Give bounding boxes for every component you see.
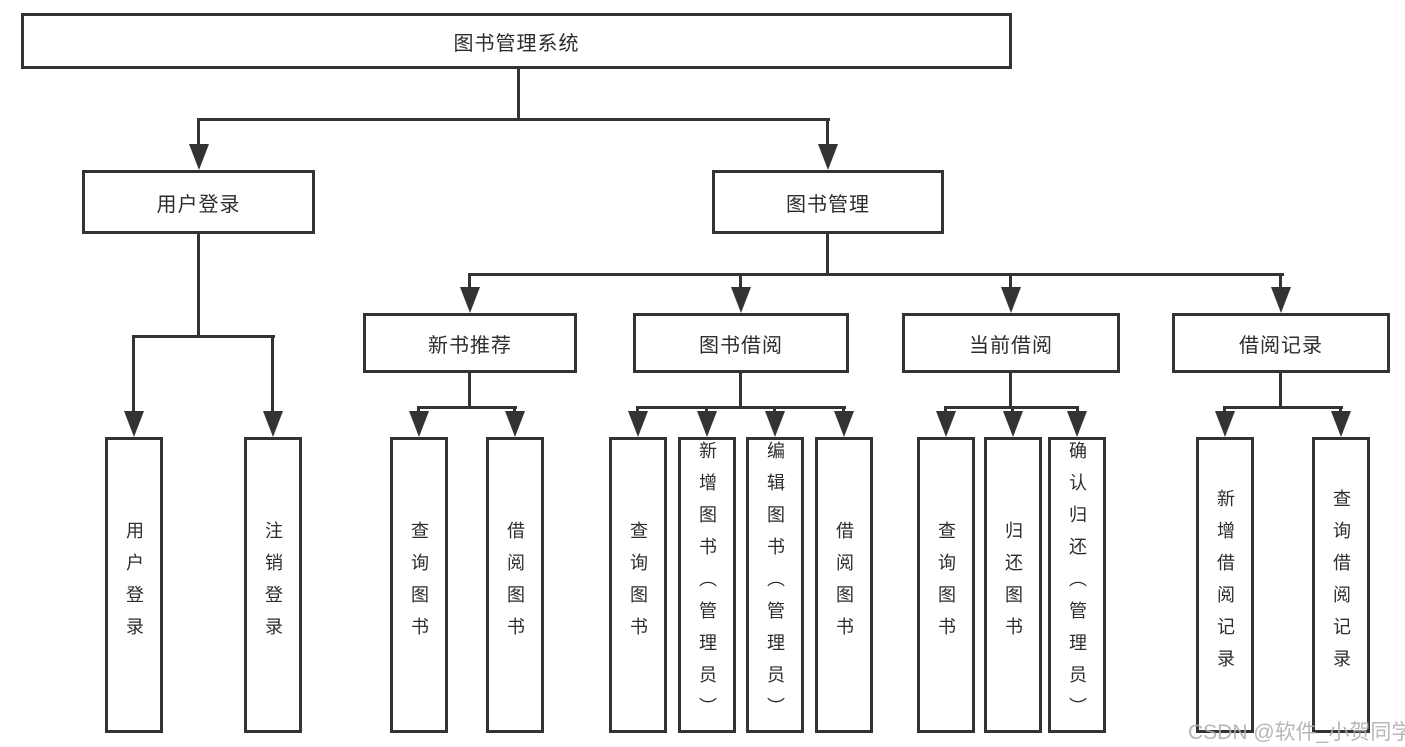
node-label: 借阅图书 bbox=[834, 521, 854, 649]
leaf-borrow-books-2: 借阅图书 bbox=[815, 437, 873, 733]
node-root: 图书管理系统 bbox=[21, 13, 1012, 69]
arrow-down-icon bbox=[936, 411, 956, 437]
leaf-query-borrow-record: 查询借阅记录 bbox=[1312, 437, 1370, 733]
arrow-down-icon bbox=[628, 411, 648, 437]
arrow-down-icon bbox=[818, 144, 838, 170]
leaf-user-login: 用户登录 bbox=[105, 437, 163, 733]
leaf-query-books-2: 查询图书 bbox=[609, 437, 667, 733]
leaf-edit-books-admin: 编辑图书（管理员） bbox=[746, 437, 804, 733]
node-current-borrow: 当前借阅 bbox=[902, 313, 1120, 373]
arrow-down-icon bbox=[124, 411, 144, 437]
node-user-login: 用户登录 bbox=[82, 170, 315, 234]
connector-line bbox=[636, 406, 846, 409]
arrow-down-icon bbox=[409, 411, 429, 437]
arrow-down-icon bbox=[1215, 411, 1235, 437]
node-label: 查询图书 bbox=[628, 521, 648, 649]
leaf-borrow-books-1: 借阅图书 bbox=[486, 437, 544, 733]
arrow-down-icon bbox=[765, 411, 785, 437]
arrow-down-icon bbox=[697, 411, 717, 437]
arrow-down-icon bbox=[1271, 287, 1291, 313]
node-label: 借阅记录 bbox=[1239, 334, 1323, 357]
arrow-down-icon bbox=[1001, 287, 1021, 313]
node-borrow-records: 借阅记录 bbox=[1172, 313, 1390, 373]
connector-line bbox=[417, 406, 517, 409]
leaf-query-books-1: 查询图书 bbox=[390, 437, 448, 733]
node-new-book-recommend: 新书推荐 bbox=[363, 313, 577, 373]
node-label: 新增借阅记录 bbox=[1215, 489, 1235, 681]
leaf-add-books-admin: 新增图书（管理员） bbox=[678, 437, 736, 733]
connector-line bbox=[197, 118, 200, 146]
connector-line bbox=[1009, 371, 1012, 409]
connector-line bbox=[132, 335, 275, 338]
node-label: 注销登录 bbox=[263, 521, 283, 649]
arrow-down-icon bbox=[1003, 411, 1023, 437]
node-label: 编辑图书（管理员） bbox=[765, 441, 785, 729]
node-label: 借阅图书 bbox=[505, 521, 525, 649]
leaf-return-books: 归还图书 bbox=[984, 437, 1042, 733]
node-label: 新书推荐 bbox=[428, 334, 512, 357]
node-label: 归还图书 bbox=[1003, 521, 1023, 649]
connector-line bbox=[468, 371, 471, 409]
node-label: 查询图书 bbox=[409, 521, 429, 649]
connector-line bbox=[517, 66, 520, 118]
arrow-down-icon bbox=[1331, 411, 1351, 437]
connector-line bbox=[739, 273, 742, 290]
node-book-borrow: 图书借阅 bbox=[633, 313, 849, 373]
node-label: 查询图书 bbox=[936, 521, 956, 649]
node-label: 用户登录 bbox=[124, 521, 144, 649]
arrow-down-icon bbox=[834, 411, 854, 437]
node-label: 用户登录 bbox=[156, 193, 241, 216]
connector-line bbox=[197, 118, 830, 121]
connector-line bbox=[826, 234, 829, 276]
arrow-down-icon bbox=[505, 411, 525, 437]
arrow-down-icon bbox=[189, 144, 209, 170]
connector-line bbox=[197, 234, 200, 335]
node-label: 新增图书（管理员） bbox=[697, 441, 717, 729]
leaf-logout: 注销登录 bbox=[244, 437, 302, 733]
connector-line bbox=[271, 335, 274, 413]
node-label: 图书管理系统 bbox=[453, 32, 580, 55]
connector-line bbox=[132, 335, 135, 413]
leaf-confirm-return-admin: 确认归还（管理员） bbox=[1048, 437, 1106, 733]
node-book-management: 图书管理 bbox=[712, 170, 944, 234]
arrow-down-icon bbox=[263, 411, 283, 437]
node-label: 确认归还（管理员） bbox=[1067, 441, 1087, 729]
arrow-down-icon bbox=[460, 287, 480, 313]
leaf-add-borrow-record: 新增借阅记录 bbox=[1196, 437, 1254, 733]
connector-line bbox=[739, 371, 742, 409]
leaf-query-books-3: 查询图书 bbox=[917, 437, 975, 733]
connector-line bbox=[826, 118, 829, 146]
node-label: 图书借阅 bbox=[699, 334, 783, 357]
watermark: CSDN @软件_小贺同学 bbox=[1188, 721, 1405, 744]
arrow-down-icon bbox=[731, 287, 751, 313]
node-label: 图书管理 bbox=[786, 193, 870, 216]
connector-line bbox=[1009, 273, 1012, 290]
connector-line bbox=[1279, 273, 1282, 290]
connector-line bbox=[1279, 371, 1282, 409]
connector-line bbox=[468, 273, 1284, 276]
node-label: 当前借阅 bbox=[969, 334, 1053, 357]
connector-line bbox=[468, 273, 471, 290]
connector-line bbox=[1223, 406, 1343, 409]
arrow-down-icon bbox=[1067, 411, 1087, 437]
node-label: 查询借阅记录 bbox=[1331, 489, 1351, 681]
